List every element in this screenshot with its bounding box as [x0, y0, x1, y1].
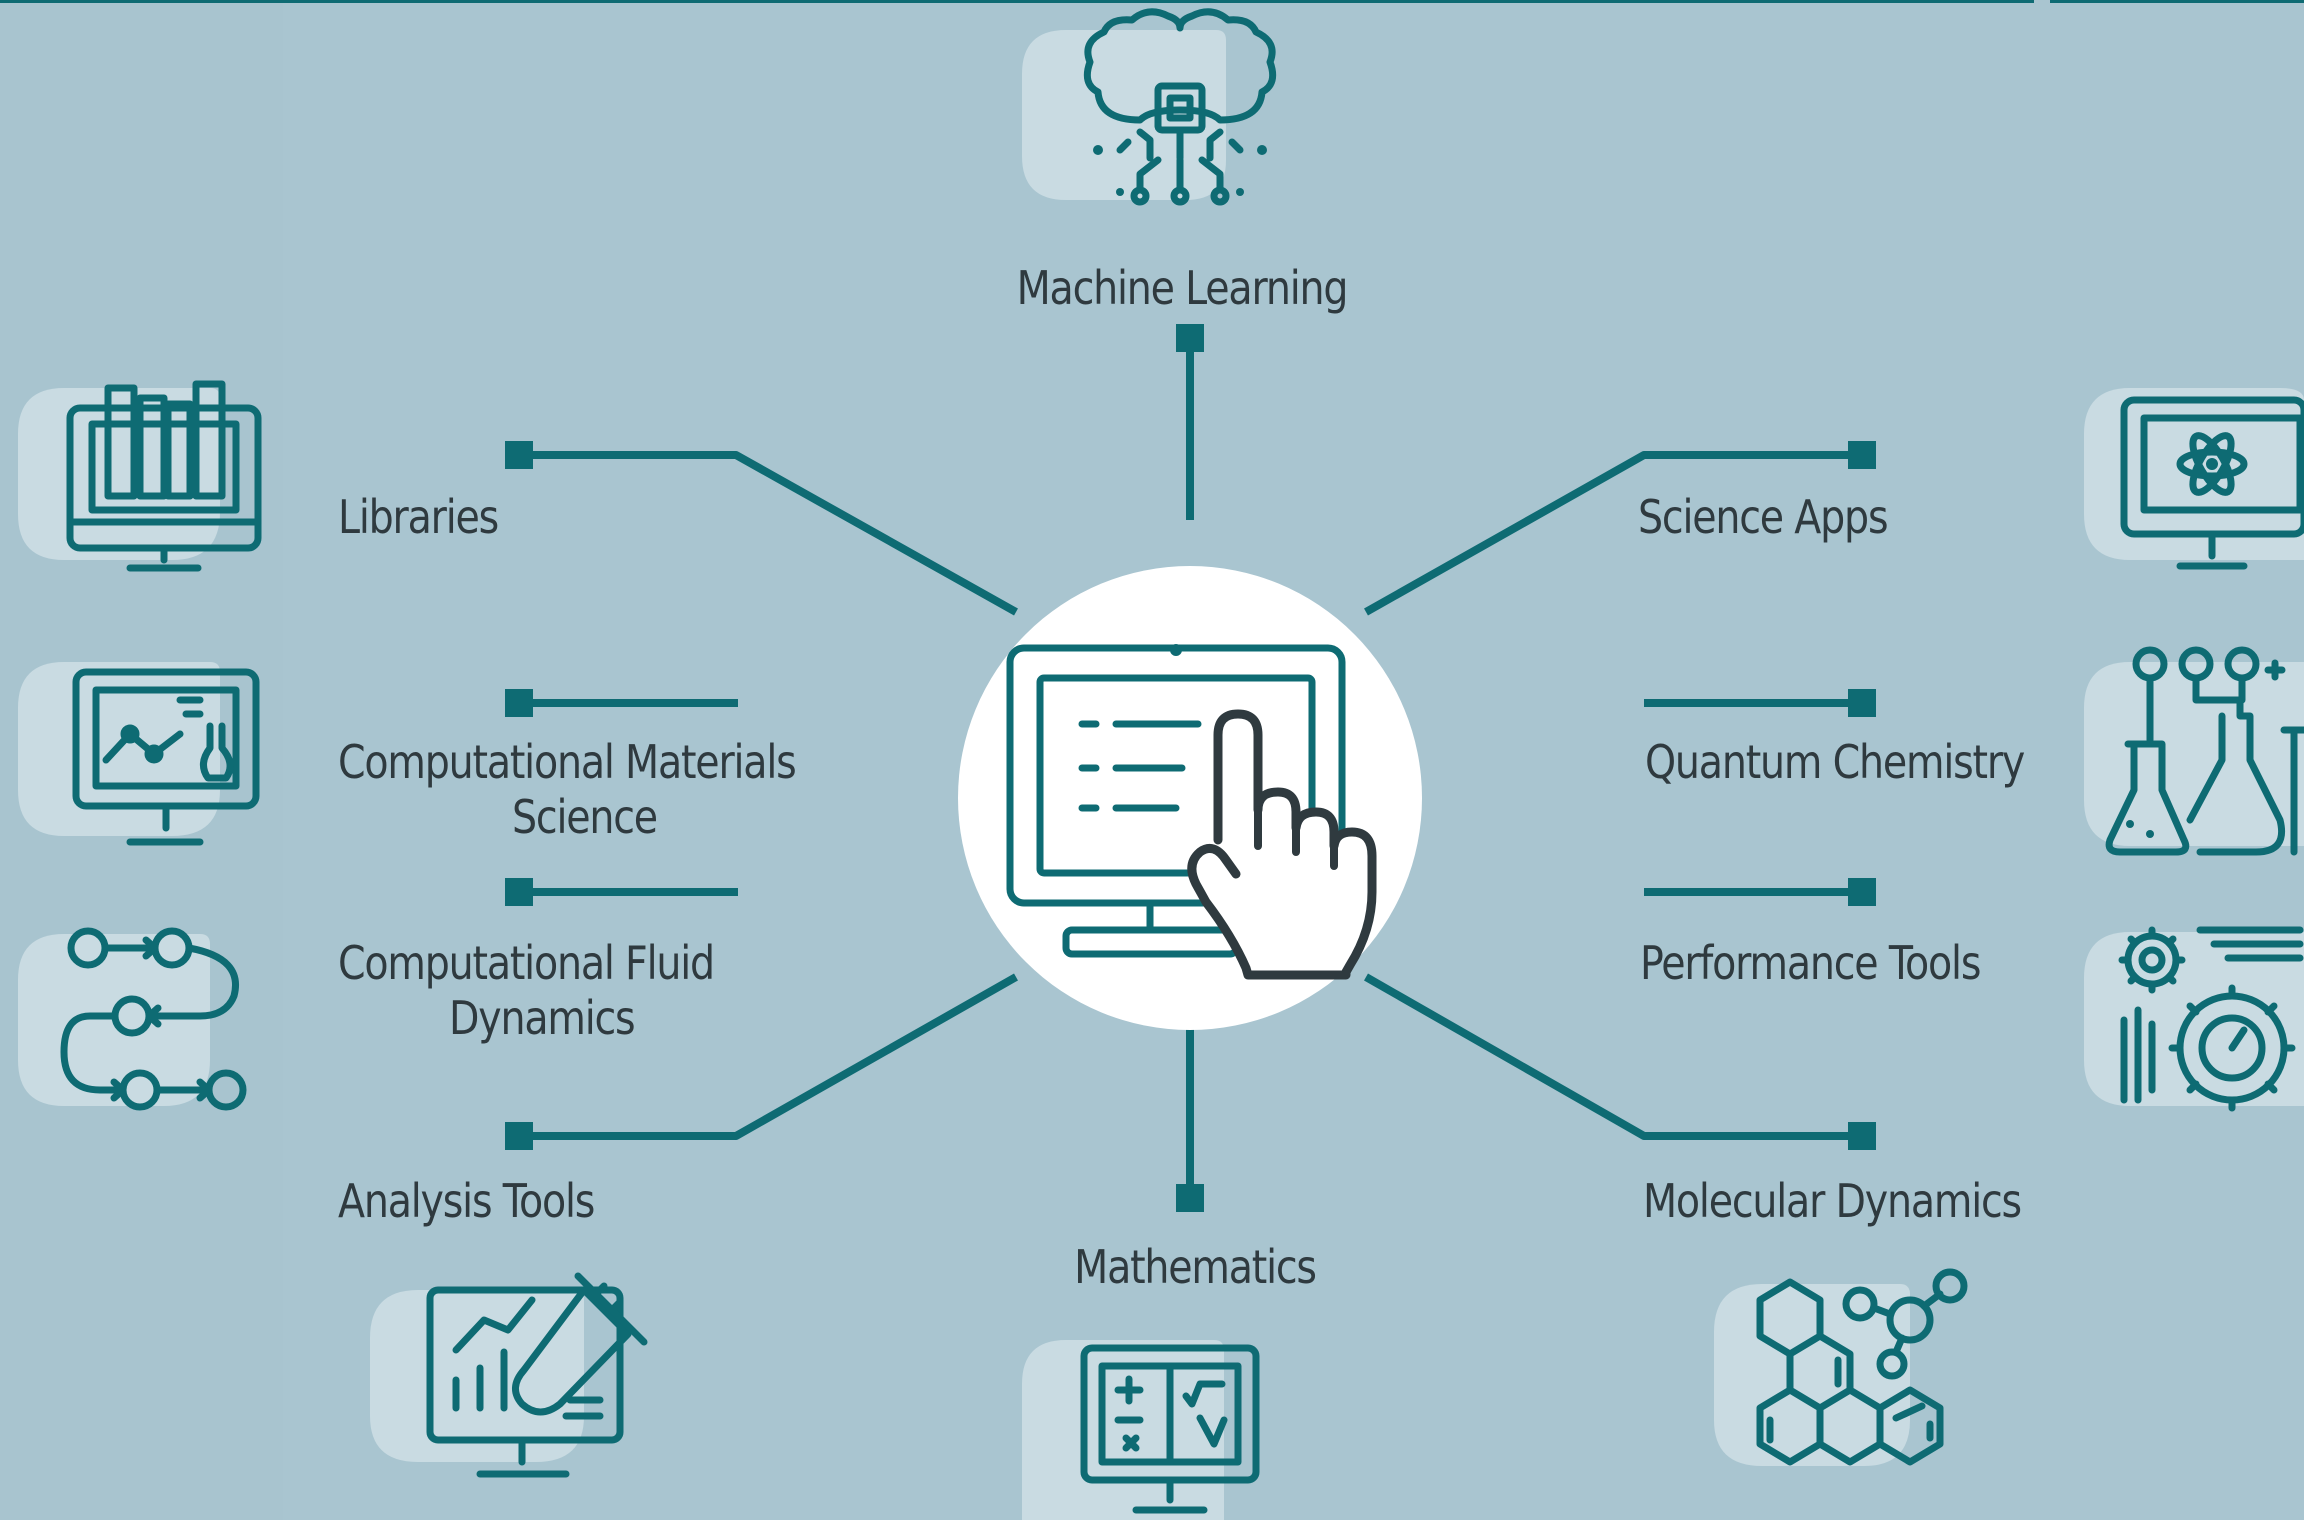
connector-end-analysis-tools	[505, 1122, 533, 1150]
connector-libraries	[520, 451, 1018, 616]
label-machine-learning: Machine Learning	[1016, 261, 1349, 315]
flow-nodes-icon	[18, 927, 247, 1111]
connector-end-molecular-dynamics	[1848, 1122, 1876, 1150]
connector-end-machine-learning	[1176, 324, 1204, 352]
label-analysis-tools: Analysis Tools	[338, 1174, 595, 1228]
top-rule-right	[2050, 0, 2304, 3]
library-monitor-icon	[18, 380, 262, 572]
label-computational-fluid-dynamics-line1: Computational Fluid	[338, 936, 715, 990]
atom-monitor-icon	[2084, 388, 2304, 570]
label-computational-materials-science-line2: Science	[512, 790, 658, 844]
brain-chip-icon	[1022, 8, 1277, 206]
connector-end-libraries	[505, 441, 533, 469]
label-mathematics: Mathematics	[1074, 1240, 1317, 1294]
molecule-icon	[1714, 1268, 1968, 1466]
connector-science-apps	[1364, 451, 1860, 616]
connector-end-computational-materials-science	[505, 689, 533, 717]
label-libraries: Libraries	[338, 490, 499, 544]
label-molecular-dynamics: Molecular Dynamics	[1643, 1174, 2022, 1228]
connector-end-science-apps	[1848, 441, 1876, 469]
connector-end-quantum-chemistry	[1848, 689, 1876, 717]
connector-lines	[505, 324, 1876, 1212]
label-science-apps: Science Apps	[1638, 490, 1889, 544]
gear-speed-icon	[2084, 926, 2304, 1112]
lab-chart-monitor-icon	[18, 662, 260, 846]
math-monitor-icon	[1022, 1340, 1260, 1520]
connector-end-performance-tools	[1848, 878, 1876, 906]
top-rule	[0, 0, 2034, 3]
label-performance-tools: Performance Tools	[1640, 936, 1981, 990]
computer-touch-icon	[958, 566, 1422, 1030]
connector-end-mathematics	[1176, 1184, 1204, 1212]
label-computational-materials-science-line1: Computational Materials	[338, 735, 797, 789]
analysis-monitor-icon	[370, 1272, 648, 1478]
label-computational-fluid-dynamics-line2: Dynamics	[449, 991, 636, 1045]
connector-molecular-dynamics	[1364, 973, 1860, 1140]
label-quantum-chemistry: Quantum Chemistry	[1645, 735, 2025, 789]
connector-end-computational-fluid-dynamics	[505, 878, 533, 906]
connector-analysis-tools	[520, 973, 1018, 1140]
flasks-icon	[2084, 646, 2304, 856]
